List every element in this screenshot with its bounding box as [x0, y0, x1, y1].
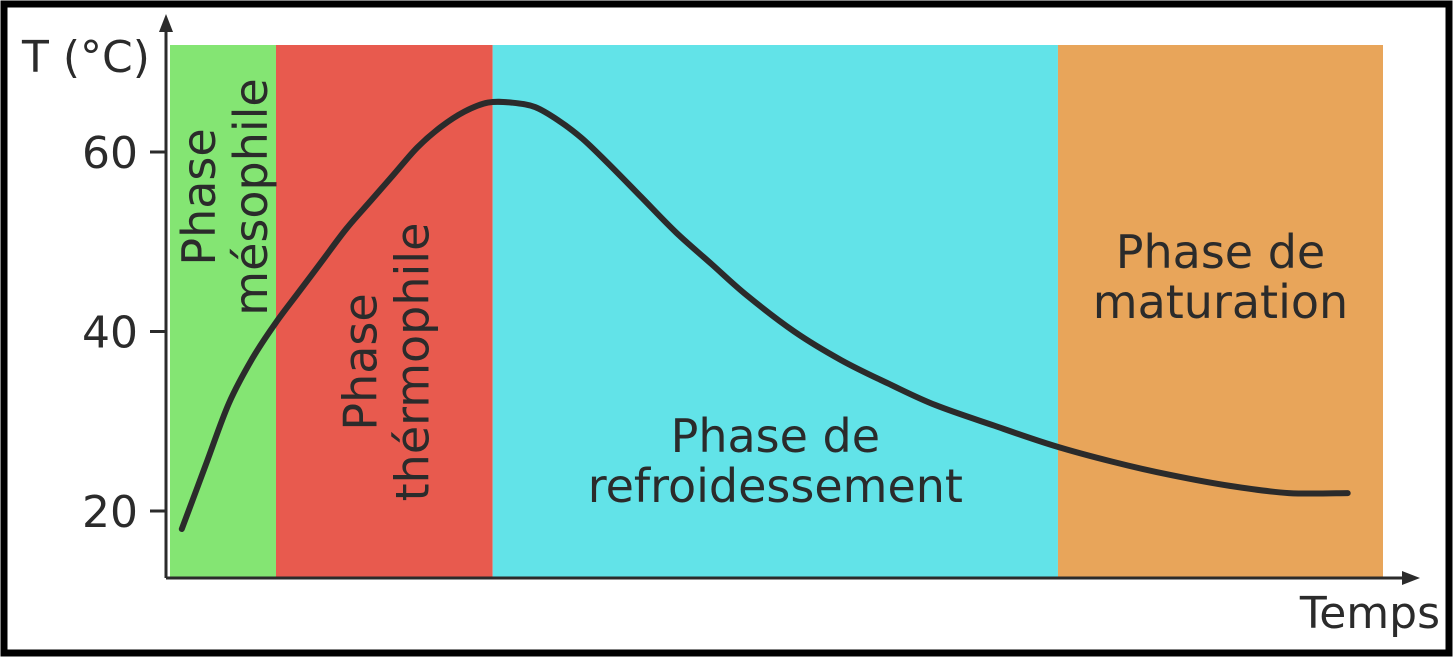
phase-label-thermophile: Phasethérmophile: [333, 223, 439, 502]
y-ticks: 20 40 60: [82, 128, 166, 538]
x-axis-title: Temps: [1299, 588, 1440, 639]
phase-band-mesophile: [170, 45, 276, 578]
temperature-curve: [178, 98, 1351, 532]
phase-label-line: mésophile: [224, 78, 278, 315]
y-axis-title: T (°C): [21, 32, 150, 83]
y-tick-label: 20: [82, 487, 138, 538]
phase-label-line: thérmophile: [385, 223, 439, 502]
phase-band-maturation: [1057, 45, 1383, 578]
x-axis-arrow: [1402, 571, 1420, 585]
y-tick-label: 40: [82, 308, 138, 359]
y-tick-label: 60: [82, 128, 138, 179]
y-axis-arrow: [159, 14, 173, 32]
phase-label-line: Phase de: [671, 409, 880, 463]
phase-label-line: Phase de: [1116, 225, 1325, 279]
axes: [159, 14, 1420, 585]
phase-label-line: refroidessement: [588, 459, 963, 513]
phase-label-line: Phase: [333, 293, 387, 430]
phase-label-mesophile: Phasemésophile: [172, 78, 278, 315]
phase-band-refroidissement: [492, 45, 1058, 578]
phase-label-line: Phase: [172, 128, 226, 265]
phase-label-line: maturation: [1093, 275, 1348, 329]
phase-band-thermophile: [275, 45, 493, 578]
phase-bands: [170, 45, 1383, 578]
